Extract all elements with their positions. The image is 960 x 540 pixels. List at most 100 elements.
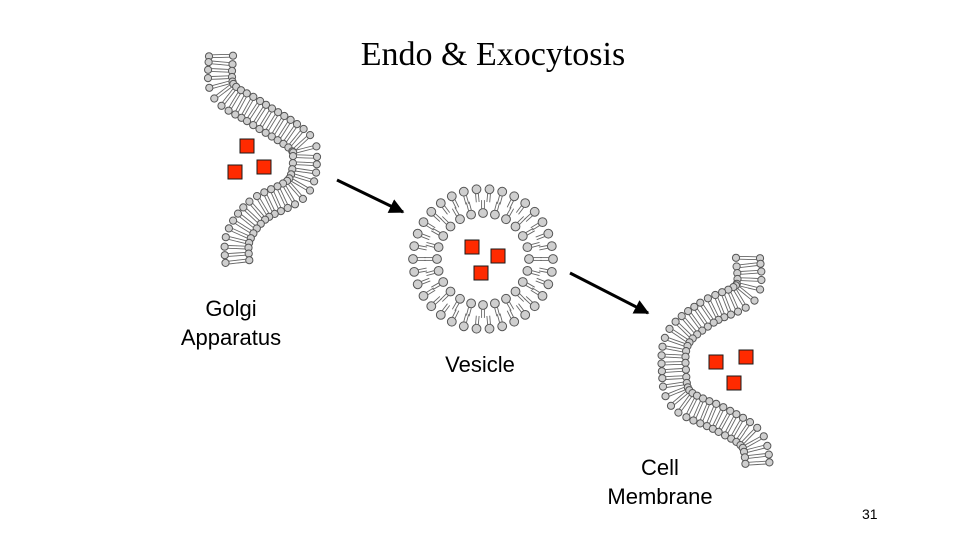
lipid-tail <box>451 301 458 310</box>
lipid-tail <box>738 285 747 293</box>
lipid-tail <box>684 328 692 336</box>
lipid-tail <box>706 414 711 423</box>
lipid-tail <box>279 188 285 197</box>
lipid-tail <box>234 223 243 229</box>
lipid-tail <box>733 299 739 309</box>
lipid-tail <box>727 425 733 434</box>
lipid-tail <box>509 200 515 209</box>
lipid-tail <box>539 267 549 271</box>
lipid-tail <box>739 263 749 266</box>
golgi-label: Golgi Apparatus <box>166 294 296 352</box>
lipid-tail <box>740 270 750 272</box>
lipid-tail <box>699 411 705 421</box>
lipid-tail <box>247 219 256 226</box>
lipid-tail <box>252 214 260 222</box>
lipid-tail <box>717 297 722 306</box>
lipid-head <box>273 136 282 145</box>
lipid-tail <box>725 423 730 433</box>
lipid-head <box>510 221 521 232</box>
lipid-tail <box>220 64 230 66</box>
lipid-tail <box>243 225 252 231</box>
lipid-head <box>658 374 667 383</box>
lipid-head <box>658 382 668 391</box>
cell-membrane-label-line1: Cell <box>641 455 679 480</box>
lipid-tail <box>427 222 436 229</box>
lipid-tail <box>236 254 246 257</box>
lipid-tail <box>668 337 677 342</box>
lipid-tail <box>468 307 472 317</box>
lipid-tail <box>251 102 258 111</box>
lipid-tail <box>304 161 314 164</box>
lipid-head <box>510 286 521 297</box>
lipid-head <box>750 296 759 305</box>
lipid-tail <box>421 233 431 238</box>
lipid-tail <box>539 247 549 251</box>
lipid-tail <box>228 99 234 108</box>
lipid-head <box>255 124 264 134</box>
lipid-tail <box>710 300 715 309</box>
lipid-tail <box>720 305 725 314</box>
lipid-tail <box>733 290 739 299</box>
lipid-tail <box>267 203 273 212</box>
lipid-tail <box>525 227 534 234</box>
lipid-tail <box>303 171 313 174</box>
lipid-head <box>529 206 540 217</box>
lipid-tail <box>747 428 755 436</box>
lipid-tail <box>222 84 231 91</box>
lipid-tail <box>421 280 431 285</box>
lipid-tail <box>708 415 714 424</box>
lipid-tail <box>496 202 501 212</box>
lipid-tail <box>676 389 686 394</box>
lipid-tail <box>700 305 707 314</box>
lipid-tail <box>257 209 265 217</box>
lipid-head <box>418 217 429 228</box>
lipid-tail <box>516 294 525 302</box>
lipid-head <box>299 124 308 134</box>
lipid-tail <box>235 102 241 112</box>
lipid-tail <box>441 206 448 215</box>
lipid-tail <box>668 392 678 397</box>
lipid-tail <box>531 244 541 248</box>
golgi-label-line1: Golgi <box>205 296 257 321</box>
lipid-tail <box>696 308 703 317</box>
lipid-tail <box>237 261 247 264</box>
vesicle-label: Vesicle <box>445 352 515 377</box>
lipid-head <box>537 291 548 301</box>
lipid-tail <box>273 191 278 200</box>
lipid-head <box>509 316 520 327</box>
lipid-head <box>548 254 558 264</box>
lipid-tail <box>496 194 501 204</box>
lipid-tail <box>756 455 766 458</box>
lipid-tail <box>724 294 729 304</box>
lipid-tail <box>299 135 308 143</box>
lipid-tail <box>718 420 724 429</box>
lipid-head <box>671 317 680 326</box>
lipid-head <box>658 342 667 351</box>
lipid-tail <box>684 317 691 325</box>
lipid-tail <box>673 356 683 359</box>
lipid-tail <box>265 121 272 130</box>
lipid-head <box>458 186 469 197</box>
arrow-vesicle-to-membrane <box>569 271 650 315</box>
lipid-tail <box>705 404 710 414</box>
lipid-tail <box>692 408 698 418</box>
lipid-tail <box>673 349 683 353</box>
lipid-tail <box>274 126 280 135</box>
lipid-tail <box>288 137 296 145</box>
lipid-tail <box>526 230 535 236</box>
lipid-tail <box>743 425 750 434</box>
lipid-tail <box>425 270 435 274</box>
lipid-tail <box>227 88 234 96</box>
lipid-tail <box>264 110 270 119</box>
lipid-head <box>471 184 482 195</box>
lipid-tail <box>721 421 727 431</box>
lipid-tail <box>301 137 310 145</box>
lipid-tail <box>737 297 744 307</box>
lipid-tail <box>242 227 251 234</box>
cell-membrane-label-line2: Membrane <box>607 484 713 509</box>
lipid-tail <box>707 311 714 320</box>
lipid-tail <box>432 296 441 303</box>
lipid-tail <box>252 202 259 211</box>
lipid-head <box>438 277 449 287</box>
